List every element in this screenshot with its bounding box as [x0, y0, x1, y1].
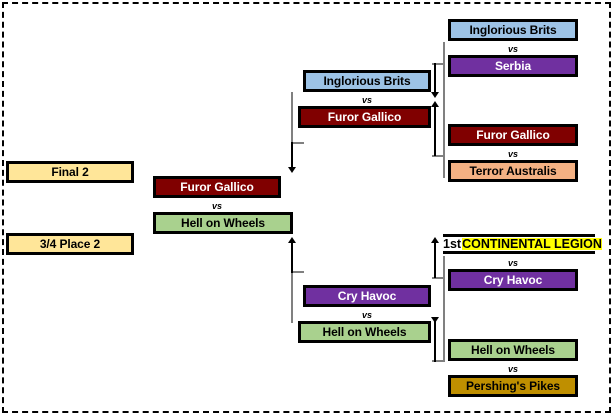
- connector-qf3-qf4-spine: [443, 256, 445, 362]
- quarterfinal-4-vs-label: vs: [507, 364, 518, 374]
- quarterfinal-2-top-team-label: Furor Gallico: [476, 128, 550, 142]
- quarterfinal-1-bottom-team-label: Serbia: [494, 59, 532, 73]
- connector-qf4-arrow-line: [434, 318, 436, 362]
- connector-qf3-stub: [432, 277, 445, 279]
- semifinal-2-bottom-team[interactable]: Hell on Wheels: [298, 321, 431, 343]
- final-vs-label: vs: [211, 201, 222, 211]
- connector-qf4-arrow-head: [431, 317, 439, 323]
- quarterfinal-4-bottom-team-label: Pershing's Pikes: [466, 379, 560, 393]
- quarterfinal-3-bottom-team-label: Cry Havoc: [483, 273, 543, 287]
- quarterfinal-2-bottom-team[interactable]: Terror Australis: [448, 160, 578, 182]
- semifinal-1-top-team-label: Inglorious Brits: [323, 74, 411, 88]
- quarterfinal-4-top-team-label: Hell on Wheels: [471, 343, 555, 357]
- quarterfinal-2-vs-label: vs: [507, 149, 518, 159]
- connector-sf1-spine: [291, 92, 293, 144]
- final-bottom-team-label: Hell on Wheels: [181, 216, 265, 230]
- label-final-2-text: Final 2: [51, 165, 89, 179]
- quarterfinal-1-vs-label: vs: [507, 44, 518, 54]
- connector-sf2-spine: [291, 271, 293, 323]
- connector-qf1-stub: [432, 63, 445, 65]
- quarterfinal-3-top-team[interactable]: 1st CONTINENTAL LEGION: [443, 234, 602, 254]
- connector-sf2-arrow-head: [288, 237, 296, 243]
- quarterfinal-4-top-team[interactable]: Hell on Wheels: [448, 339, 578, 361]
- quarterfinal-1-top-team-label: Inglorious Brits: [469, 23, 557, 37]
- label-3-4-place-2[interactable]: 3/4 Place 2: [6, 233, 134, 255]
- connector-qf2-arrow-head: [431, 101, 439, 107]
- semifinal-2-top-team[interactable]: Cry Havoc: [303, 285, 431, 307]
- semifinal-2-top-team-label: Cry Havoc: [337, 289, 397, 303]
- label-3-4-place-2-text: 3/4 Place 2: [39, 237, 101, 251]
- connector-sf1-arrow-line: [291, 142, 293, 168]
- final-top-team-label: Furor Gallico: [180, 180, 254, 194]
- quarterfinal-3-vs-label: vs: [507, 258, 518, 268]
- quarterfinal-1-bottom-team[interactable]: Serbia: [448, 55, 578, 77]
- connector-qf3-arrow-line: [434, 243, 436, 278]
- quarterfinal-2-bottom-team-label: Terror Australis: [469, 164, 557, 178]
- quarterfinal-3-bottom-team[interactable]: Cry Havoc: [448, 269, 578, 291]
- connector-qf1-arrow-line: [434, 63, 436, 93]
- quarterfinal-3-top-team-label: CONTINENTAL LEGION: [462, 236, 602, 251]
- final-bottom-team[interactable]: Hell on Wheels: [153, 212, 293, 234]
- connector-sf1-stub: [291, 142, 304, 144]
- semifinal-2-bottom-team-label: Hell on Wheels: [322, 325, 407, 339]
- semifinal-1-top-team[interactable]: Inglorious Brits: [303, 70, 431, 92]
- connector-sf2-stub: [291, 271, 304, 273]
- semifinal-1-bottom-team[interactable]: Furor Gallico: [298, 106, 431, 128]
- connector-qf1-arrow-head: [431, 92, 439, 98]
- quarterfinal-3-top-team-seed: 1st: [443, 236, 462, 251]
- connector-qf2-arrow-line: [434, 107, 436, 156]
- label-final-2[interactable]: Final 2: [6, 161, 134, 183]
- connector-sf1-arrow-head: [288, 167, 296, 173]
- connector-qf2-stub: [432, 155, 445, 157]
- connector-sf2-arrow-line: [291, 243, 293, 273]
- connector-qf3-arrow-head: [431, 237, 439, 243]
- quarterfinal-1-top-team[interactable]: Inglorious Brits: [448, 19, 578, 41]
- semifinal-1-vs-label: vs: [361, 95, 372, 105]
- semifinal-1-bottom-team-label: Furor Gallico: [327, 110, 402, 124]
- quarterfinal-2-top-team[interactable]: Furor Gallico: [448, 124, 578, 146]
- semifinal-2-vs-label: vs: [361, 310, 372, 320]
- final-top-team[interactable]: Furor Gallico: [153, 176, 281, 198]
- connector-qf1-qf2-spine: [443, 42, 445, 178]
- quarterfinal-4-bottom-team[interactable]: Pershing's Pikes: [448, 375, 578, 397]
- connector-qf4-stub: [432, 360, 445, 362]
